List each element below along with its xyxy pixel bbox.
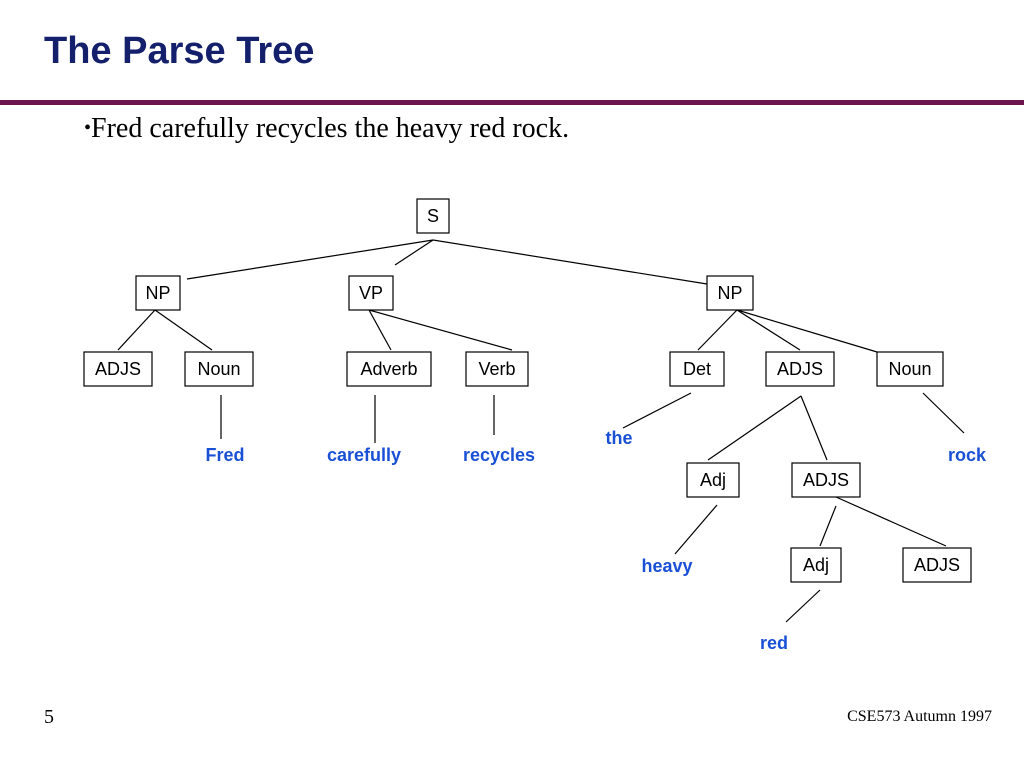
node-box-adverb [346, 351, 432, 387]
node-label-verb: Verb [478, 359, 515, 379]
edge-adj2-w-red [785, 589, 821, 623]
example-sentence: Fred carefully recycles the heavy red ro… [91, 113, 570, 144]
node-box-adjs1 [83, 351, 153, 387]
node-np2: NP [706, 275, 754, 311]
node-box-s [416, 198, 450, 234]
node-adverb: Adverb [346, 351, 432, 387]
edge-adj1-w-heavy [674, 504, 718, 555]
node-adjs4: ADJS [902, 547, 972, 583]
word-carefully: carefully [327, 445, 401, 465]
node-label-s: S [427, 206, 439, 226]
node-label-noun1: Noun [197, 359, 240, 379]
edge-s-vp [394, 239, 434, 266]
node-box-noun2 [876, 351, 944, 387]
node-label-det: Det [683, 359, 711, 379]
node-box-np1 [135, 275, 181, 311]
edge-np1-adjs1 [117, 309, 156, 351]
edge-det-w-the [622, 392, 692, 429]
edge-vp-adverb [368, 309, 392, 351]
node-adjs2: ADJS [765, 351, 835, 387]
node-box-adj1 [686, 462, 740, 498]
node-adjs1: ADJS [83, 351, 153, 387]
word-recycles: recycles [463, 445, 535, 465]
node-box-adjs2 [765, 351, 835, 387]
node-adj1: Adj [686, 462, 740, 498]
node-label-adj2: Adj [803, 555, 829, 575]
node-label-adj1: Adj [700, 470, 726, 490]
node-s: S [416, 198, 450, 234]
edge-np2-det [697, 309, 738, 351]
edge-adjs3-adj2 [819, 505, 837, 547]
edge-adjs2-adj1 [707, 395, 802, 461]
edge-np2-noun2 [736, 309, 878, 353]
node-label-adjs2: ADJS [777, 359, 823, 379]
word-heavy: heavy [641, 556, 692, 576]
edge-adjs2-adjs3 [800, 395, 828, 461]
sentence-bullet: •Fred carefully recycles the heavy red r… [84, 113, 569, 145]
word-fred: Fred [205, 445, 244, 465]
node-adj2: Adj [790, 547, 842, 583]
node-label-adjs1: ADJS [95, 359, 141, 379]
node-label-np1: NP [145, 283, 170, 303]
course-footer: CSE573 Autumn 1997 [847, 708, 992, 725]
title-divider [0, 100, 1024, 105]
node-label-adverb: Adverb [360, 359, 417, 379]
node-adjs3: ADJS [791, 462, 861, 498]
node-label-vp: VP [359, 283, 383, 303]
node-box-adjs4 [902, 547, 972, 583]
bullet-icon: • [84, 117, 92, 139]
edge-vp-verb [368, 309, 513, 351]
word-red: red [760, 633, 788, 653]
node-box-det [669, 351, 725, 387]
node-noun2: Noun [876, 351, 944, 387]
edge-noun2-w-rock [922, 392, 965, 434]
page-number: 5 [44, 706, 54, 728]
node-box-np2 [706, 275, 754, 311]
node-box-verb [465, 351, 529, 387]
word-rock: rock [948, 445, 987, 465]
edge-s-np2 [432, 239, 708, 285]
word-the: the [606, 428, 633, 448]
node-det: Det [669, 351, 725, 387]
node-label-adjs4: ADJS [914, 555, 960, 575]
edge-s-np1 [186, 239, 434, 280]
node-box-vp [348, 275, 394, 311]
node-label-noun2: Noun [888, 359, 931, 379]
node-label-np2: NP [717, 283, 742, 303]
node-np1: NP [135, 275, 181, 311]
slide-title: The Parse Tree [44, 30, 315, 72]
node-vp: VP [348, 275, 394, 311]
node-noun1: Noun [184, 351, 254, 387]
edge-adjs3-adjs4 [835, 496, 947, 547]
tree-edges [117, 239, 965, 623]
node-box-noun1 [184, 351, 254, 387]
edge-np2-adjs2 [736, 309, 801, 351]
tree-words: Fred carefully recycles the heavy red rock [205, 428, 987, 653]
edge-np1-noun1 [154, 309, 213, 351]
node-box-adjs3 [791, 462, 861, 498]
node-box-adj2 [790, 547, 842, 583]
node-verb: Verb [465, 351, 529, 387]
node-label-adjs3: ADJS [803, 470, 849, 490]
